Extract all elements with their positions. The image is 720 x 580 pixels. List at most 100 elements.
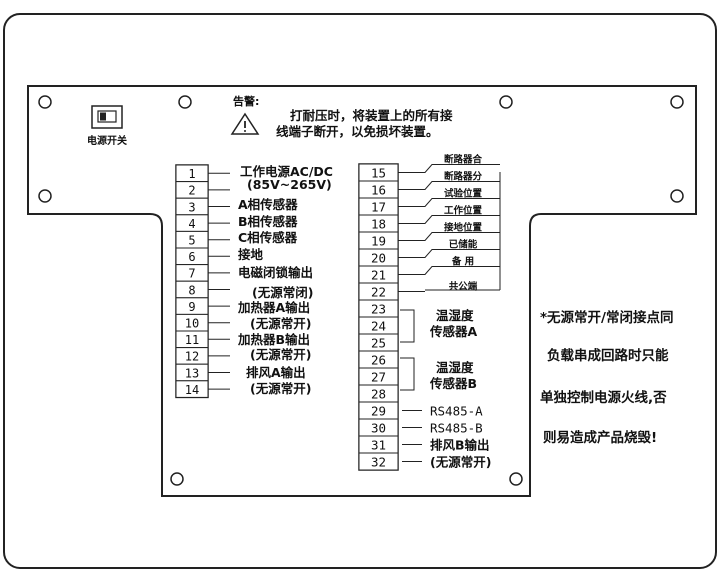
notice-line-4: 则易造成产品烧毁! xyxy=(543,429,657,446)
terminal-number: 6 xyxy=(188,250,195,264)
terminal-number: 2 xyxy=(188,184,195,198)
terminal-21[interactable]: 21 备 用 xyxy=(358,256,500,284)
terminal-label: 排风A输出 xyxy=(246,365,306,380)
terminal-9[interactable]: 9 加热器A输出 xyxy=(175,297,310,315)
screw-hole xyxy=(178,95,192,109)
terminal-label: 工作电源AC/DC xyxy=(240,164,333,179)
screw-hole xyxy=(38,189,52,203)
terminal-12[interactable]: 12(无源常开) xyxy=(175,347,311,365)
terminal-number: 30 xyxy=(371,421,386,436)
sensor-b-line-1: 温湿度 xyxy=(436,360,474,375)
terminal-32[interactable]: 32(无源常开) xyxy=(358,452,491,471)
terminal-number: 19 xyxy=(371,234,386,249)
terminal-number: 21 xyxy=(371,268,386,283)
terminal-label: 加热器B输出 xyxy=(237,332,310,347)
screw-hole xyxy=(670,189,684,203)
terminal-number: 20 xyxy=(371,251,386,266)
terminal-25[interactable]: 25 xyxy=(358,333,399,352)
screw-hole xyxy=(38,95,52,109)
terminal-26[interactable]: 26 xyxy=(358,350,399,369)
terminal-7[interactable]: 7 电磁闭锁输出 xyxy=(175,264,313,282)
terminal-label: 共公端 xyxy=(449,281,478,293)
terminal-label: (无源常开) xyxy=(250,347,311,362)
terminal-label: 接地位置 xyxy=(444,222,483,234)
terminal-label: B相传感器 xyxy=(238,214,298,229)
terminal-number: 13 xyxy=(185,366,199,380)
warning-triangle-icon xyxy=(230,112,260,135)
terminal-1[interactable]: 1 工作电源AC/DC xyxy=(175,164,333,183)
terminal-number: 1 xyxy=(188,167,195,181)
terminal-wire xyxy=(398,215,500,224)
terminal-label: 电磁闭锁输出 xyxy=(238,265,313,280)
terminal-label: 试验位置 xyxy=(444,188,483,200)
terminal-wire xyxy=(398,164,500,173)
terminal-number: 7 xyxy=(188,267,195,281)
terminal-number: 17 xyxy=(371,200,386,215)
terminal-28[interactable]: 28 xyxy=(358,384,399,403)
terminal-19[interactable]: 19 接地位置 xyxy=(358,222,500,250)
terminal-wire xyxy=(398,232,500,241)
sensor-a-line-1: 温湿度 xyxy=(436,308,474,323)
screw-hole xyxy=(170,472,184,486)
screw-hole xyxy=(509,472,523,486)
terminal-cell xyxy=(358,452,399,471)
terminal-label: (无源常开) xyxy=(250,316,311,331)
sensor-a-bracket xyxy=(400,309,415,343)
warning-title: 告警: xyxy=(233,94,259,108)
terminal-number: 23 xyxy=(371,302,386,317)
terminal-number: 24 xyxy=(371,319,386,334)
terminal-label: 工作位置 xyxy=(444,205,483,217)
terminal-label: 已储能 xyxy=(449,239,478,251)
terminal-31[interactable]: 31 排风B输出 xyxy=(358,435,490,454)
panel-outline xyxy=(27,85,697,497)
sensor-a-line-2: 传感器A xyxy=(429,324,478,339)
terminal-20[interactable]: 20 已储能 xyxy=(358,239,500,267)
terminal-3[interactable]: 3 A相传感器 xyxy=(175,197,298,216)
terminal-label: (无源常开) xyxy=(250,381,311,396)
sensor-b-bracket xyxy=(400,357,415,391)
terminal-number: 16 xyxy=(371,183,386,198)
switch-label: 电源开关 xyxy=(87,134,127,147)
terminal-17[interactable]: 17 试验位置 xyxy=(358,188,500,216)
terminal-13[interactable]: 13 排风A输出 xyxy=(175,363,306,382)
terminal-24[interactable]: 24 xyxy=(358,316,399,335)
terminal-number: 27 xyxy=(371,370,386,385)
terminal-10[interactable]: 10(无源常开) xyxy=(175,313,311,332)
terminal-number: 9 xyxy=(188,300,195,314)
terminal-8[interactable]: 8(无源常闭) xyxy=(175,280,313,300)
sensor-b-line-2: 传感器B xyxy=(429,376,477,391)
terminal-number: 29 xyxy=(371,404,386,419)
terminal-label: 加热器A输出 xyxy=(237,300,310,315)
notice-line-1: *无源常开/常闭接点同 xyxy=(540,309,674,326)
terminal-number: 31 xyxy=(371,438,386,453)
terminal-number: 15 xyxy=(371,166,386,181)
terminal-14[interactable]: 14 (无源常开) xyxy=(175,380,311,398)
outer-frame xyxy=(3,13,717,569)
terminal-wire xyxy=(398,266,500,275)
terminal-27[interactable]: 27 xyxy=(358,367,399,386)
terminal-label: 排风B输出 xyxy=(430,438,490,453)
terminal-number: 25 xyxy=(371,336,386,351)
terminal-label: A相传感器 xyxy=(238,197,298,212)
terminal-number: 14 xyxy=(185,383,199,397)
terminal-number: 26 xyxy=(371,353,386,368)
terminal-23[interactable]: 23 xyxy=(358,299,399,318)
power-switch[interactable] xyxy=(91,105,123,129)
terminal-label: 备 用 xyxy=(451,256,474,268)
terminal-number: 3 xyxy=(188,200,195,214)
notice-line-2: 负载串成回路时只能 xyxy=(547,347,669,364)
terminal-number: 8 xyxy=(188,283,195,297)
terminal-number: 22 xyxy=(371,285,386,300)
terminal-4[interactable]: 4 B相传感器 xyxy=(175,214,298,232)
terminal-number: 4 xyxy=(188,217,195,231)
warning-line-2: 线端子断开，以免损坏装置。 xyxy=(276,124,439,139)
